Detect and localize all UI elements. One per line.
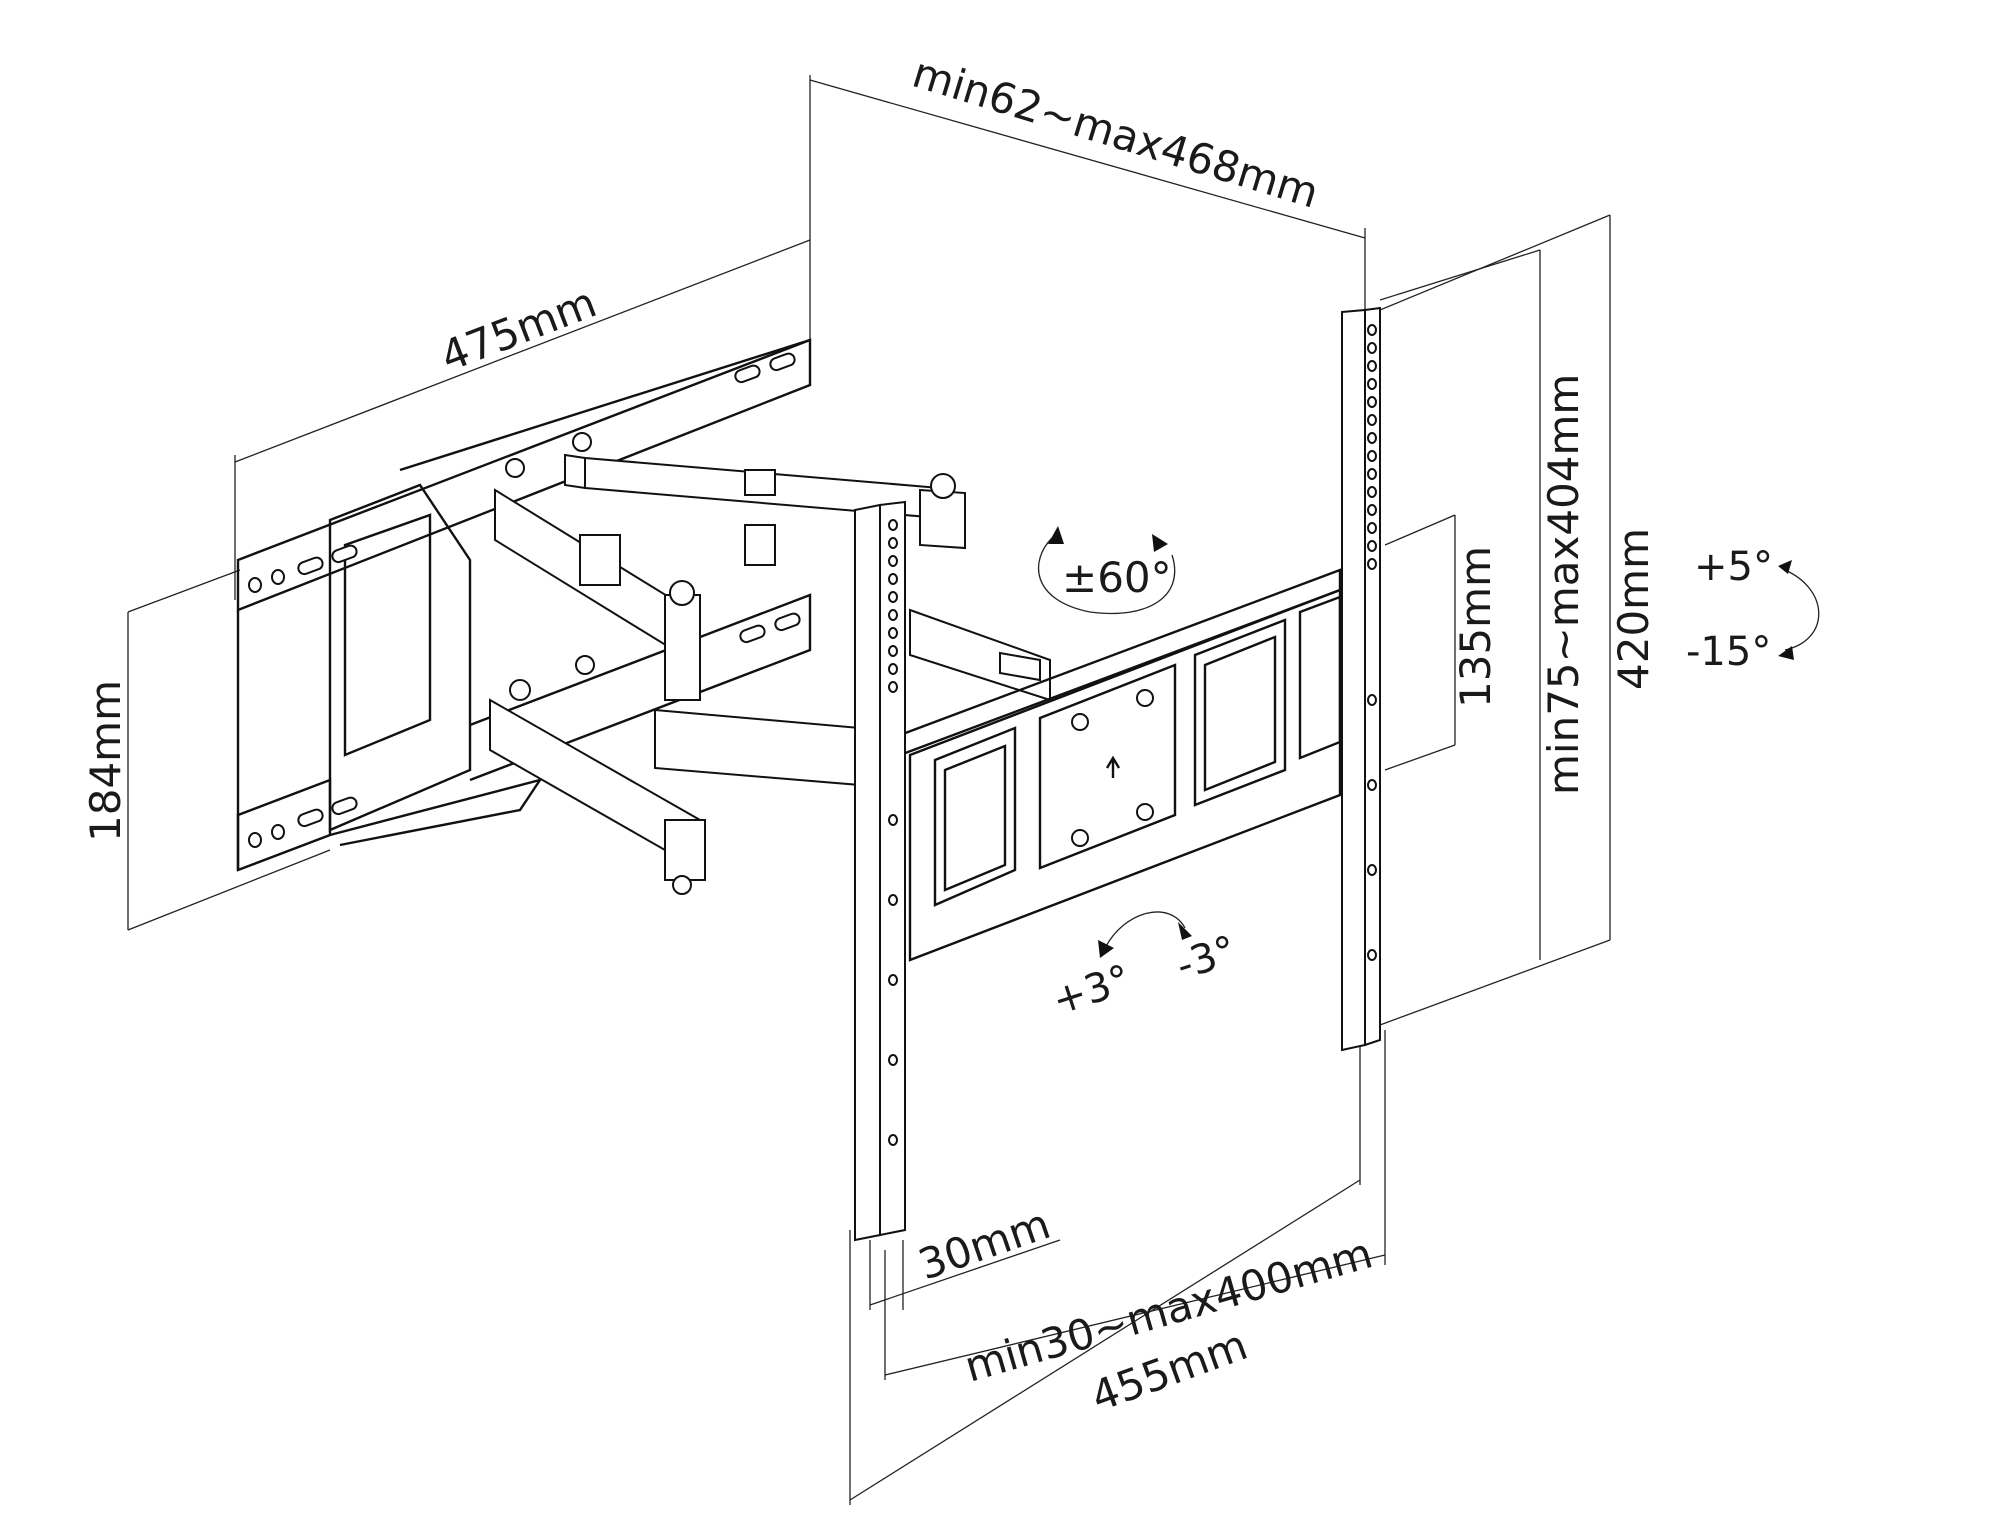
wall-plate <box>236 338 812 872</box>
rotation-arrows <box>1038 526 1820 958</box>
rail-holes <box>888 324 1377 1146</box>
rail-hole <box>888 1134 898 1146</box>
tilt-down-label: -15° <box>1686 629 1771 675</box>
rail-hole <box>1367 779 1377 791</box>
rail-hole <box>1367 360 1377 372</box>
rail-hole <box>888 814 898 826</box>
rail-hole <box>888 681 898 693</box>
tilt-up-label: +5° <box>1694 544 1773 590</box>
rail-hole <box>888 573 898 585</box>
rail-hole <box>1367 558 1377 570</box>
rail-hole <box>888 519 898 531</box>
wall-plate-slots <box>248 352 801 848</box>
rail-hole <box>888 537 898 549</box>
articulating-arms <box>489 432 1051 895</box>
rail-hole <box>1367 324 1377 336</box>
rail-hole <box>888 663 898 675</box>
center-height-label: 135mm <box>1451 546 1500 708</box>
rail-hole <box>1367 450 1377 462</box>
rail-hole <box>1367 378 1377 390</box>
rail-hole <box>888 627 898 639</box>
vesa-vertical-label: min75~max404mm <box>1539 374 1588 795</box>
rail-hole <box>1367 396 1377 408</box>
rail-hole <box>1367 504 1377 516</box>
dimension-lines <box>127 75 1611 1505</box>
rail-hole <box>888 555 898 567</box>
rail-hole <box>888 974 898 986</box>
rail-hole <box>1367 864 1377 876</box>
rail-hole <box>1367 694 1377 706</box>
rail-hole <box>1367 414 1377 426</box>
rail-hole <box>888 645 898 657</box>
plate-height-label: 420mm <box>1609 528 1658 690</box>
rail-hole <box>1367 522 1377 534</box>
depth-dimension-label: min62~max468mm <box>907 48 1324 218</box>
rail-width-label: 30mm <box>912 1199 1056 1289</box>
rail-hole <box>1367 949 1377 961</box>
rail-hole <box>888 1054 898 1066</box>
wall-plate-height-label: 184mm <box>81 680 130 842</box>
rail-hole <box>1367 540 1377 552</box>
rail-hole <box>888 591 898 603</box>
rail-hole <box>1367 468 1377 480</box>
rail-hole <box>1367 432 1377 444</box>
level-plus-label: +3° <box>1047 956 1136 1024</box>
swivel-angle-label: ±60° <box>1062 553 1172 602</box>
rail-hole <box>888 609 898 621</box>
wall-plate-width-label: 475mm <box>434 278 603 382</box>
rail-hole <box>888 894 898 906</box>
tv-plate <box>854 306 1381 1242</box>
rail-hole <box>1367 486 1377 498</box>
rail-hole <box>1367 342 1377 354</box>
